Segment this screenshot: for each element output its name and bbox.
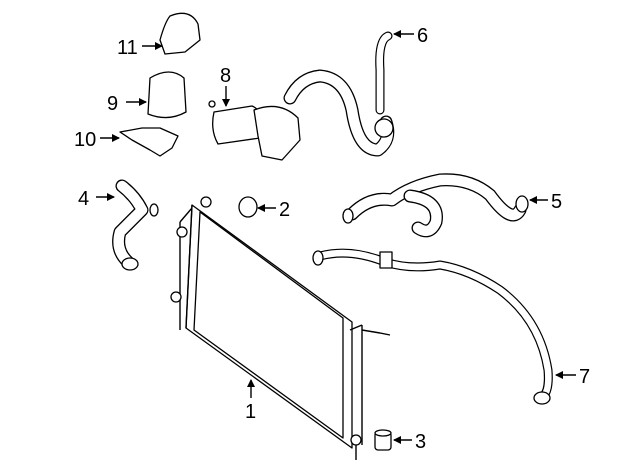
callout-label-8: 8 [220,65,231,87]
hose-5[interactable] [342,173,529,238]
hose-6[interactable] [283,31,395,157]
sleeve-9[interactable] [147,71,187,119]
grommet-3[interactable] [374,429,392,451]
callout-label-4: 4 [78,188,89,210]
callout-label-2: 2 [279,199,290,221]
bracket-10[interactable] [119,127,179,157]
callout-label-11: 11 [117,37,138,59]
callout-label-5: 5 [551,191,562,213]
callout-4: 4 [78,188,115,210]
callout-6: 6 [393,25,428,47]
radiator[interactable] [170,196,391,460]
callout-label-9: 9 [107,93,118,115]
callout-11: 11 [117,37,163,59]
callout-label-7: 7 [579,366,590,388]
callout-1: 1 [245,379,256,423]
callout-label-6: 6 [417,25,428,47]
callout-label-1: 1 [245,401,256,423]
cap-2[interactable] [238,196,258,218]
callout-7: 7 [555,366,590,388]
callout-5: 5 [529,191,562,213]
water-pump-8[interactable] [208,100,301,161]
hose-4[interactable] [112,179,159,271]
callout-label-3: 3 [415,431,426,453]
callout-9: 9 [107,93,147,115]
callout-10: 10 [74,129,120,151]
callout-2: 2 [257,199,290,221]
callout-8: 8 [220,65,231,107]
callout-3: 3 [393,431,426,453]
clamp-cover-11[interactable] [159,12,201,55]
pipe-7[interactable] [312,248,553,405]
callout-label-10: 10 [74,129,96,151]
